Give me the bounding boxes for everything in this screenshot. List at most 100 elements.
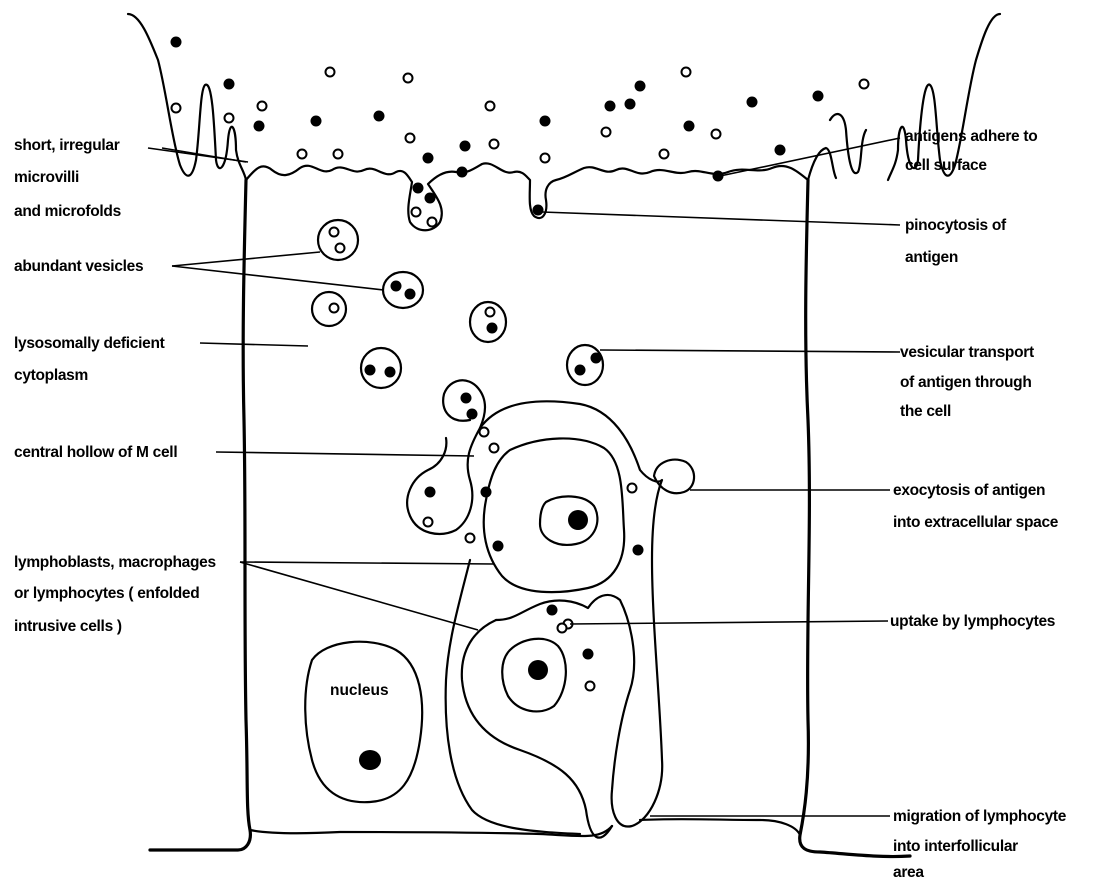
antigen-particle-solid bbox=[460, 141, 471, 152]
antigen-particle-open bbox=[541, 154, 550, 163]
antigen-particle-solid bbox=[635, 81, 646, 92]
antigen-particle-open bbox=[330, 304, 339, 313]
antigen-particle-solid bbox=[385, 367, 396, 378]
antigen-particle-open bbox=[466, 534, 475, 543]
antigen-particle-solid bbox=[405, 289, 416, 300]
antigen-particle-solid bbox=[467, 409, 478, 420]
antigen-particle-solid bbox=[625, 99, 636, 110]
antigen-particle-open bbox=[682, 68, 691, 77]
antigen-particle-solid bbox=[575, 365, 586, 376]
antigen-particle-open bbox=[336, 244, 345, 253]
right-neighbor-cell-outline bbox=[888, 14, 1000, 180]
basal-membrane bbox=[250, 826, 612, 836]
label-line: exocytosis of antigen bbox=[893, 482, 1045, 499]
antigen-particle-solid bbox=[533, 205, 544, 216]
antigen-particle-solid bbox=[365, 365, 376, 376]
antigen-particle-open bbox=[412, 208, 421, 217]
leader-vesicles-b bbox=[172, 266, 384, 290]
label-lysosomally-deficient: lysosomally deficient cytoplasm bbox=[14, 335, 165, 384]
antigen-particle-solid bbox=[605, 101, 616, 112]
antigen-particle-solid bbox=[391, 281, 402, 292]
label-line: pinocytosis of bbox=[905, 217, 1007, 234]
antigen-particle-solid bbox=[413, 183, 424, 194]
m-cell-nucleus-outline bbox=[305, 642, 422, 802]
leader-lines bbox=[148, 138, 900, 816]
antigen-particle-open bbox=[326, 68, 335, 77]
antigen-particle-open bbox=[172, 104, 181, 113]
leader-pinocytosis bbox=[542, 212, 900, 225]
antigen-particle-solid bbox=[684, 121, 695, 132]
antigen-particle-solid bbox=[457, 167, 468, 178]
antigen-particle-solid bbox=[224, 79, 235, 90]
m-cell-nucleolus bbox=[359, 750, 381, 770]
label-vesicular-transport: vesicular transport of antigen through t… bbox=[900, 344, 1034, 420]
label-line: antigen bbox=[905, 249, 958, 266]
label-line: and microfolds bbox=[14, 203, 121, 220]
label-line: lymphoblasts, macrophages bbox=[14, 554, 216, 571]
leader-lymphoblasts-a bbox=[240, 562, 494, 564]
vesicle-2 bbox=[383, 272, 423, 308]
label-abundant-vesicles: abundant vesicles bbox=[14, 258, 143, 275]
antigen-particle-open bbox=[258, 102, 267, 111]
antigen-particle-solid bbox=[425, 193, 436, 204]
antigen-particle-open bbox=[490, 444, 499, 453]
antigen-particle-solid bbox=[423, 153, 434, 164]
antigen-particle-open bbox=[330, 228, 339, 237]
label-line: or lymphocytes ( enfolded bbox=[14, 585, 199, 602]
left-neighbor-cell-outline bbox=[128, 14, 246, 180]
antigen-particle-solid bbox=[481, 487, 492, 498]
antigen-particle-solid bbox=[461, 393, 472, 404]
label-line: the cell bbox=[900, 403, 951, 420]
label-line: antigens adhere to bbox=[905, 128, 1037, 145]
label-migration: migration of lymphocyte into interfollic… bbox=[893, 808, 1067, 879]
lower-lymphocyte-nucleolus bbox=[528, 660, 548, 680]
label-pinocytosis: pinocytosis of antigen bbox=[905, 217, 1007, 266]
antigen-particle-open bbox=[602, 128, 611, 137]
antigen-particle-solid bbox=[254, 121, 265, 132]
label-lymphoblasts: lymphoblasts, macrophages or lymphocytes… bbox=[14, 554, 216, 635]
leader-lymphoblasts-b bbox=[240, 562, 478, 630]
label-line: cytoplasm bbox=[14, 367, 88, 384]
label-antigens-adhere: antigens adhere to cell surface bbox=[905, 128, 1037, 174]
antigen-particle-open bbox=[298, 150, 307, 159]
label-line: into extracellular space bbox=[893, 514, 1059, 531]
leader-vesicular-transport bbox=[600, 350, 900, 352]
leader-microvilli-b bbox=[162, 148, 246, 162]
label-line: short, irregular bbox=[14, 137, 120, 154]
central-hollow-outline bbox=[480, 401, 662, 826]
antigen-particle-open bbox=[406, 134, 415, 143]
antigen-particle-open bbox=[860, 80, 869, 89]
antigen-particle-open bbox=[428, 218, 437, 227]
antigen-particle-open bbox=[586, 682, 595, 691]
leader-vesicles-a bbox=[172, 252, 320, 266]
antigen-particle-solid bbox=[425, 487, 436, 498]
basal-membrane-right bbox=[640, 819, 800, 835]
antigen-particle-solid bbox=[747, 97, 758, 108]
antigen-particle-open bbox=[404, 74, 413, 83]
label-central-hollow: central hollow of M cell bbox=[14, 444, 177, 461]
antigen-particles bbox=[171, 37, 869, 691]
label-line: area bbox=[893, 864, 924, 879]
hollow-lobe-outline bbox=[407, 380, 485, 534]
antigen-particle-open bbox=[558, 624, 567, 633]
antigen-particle-open bbox=[225, 114, 234, 123]
antigen-particle-solid bbox=[487, 323, 498, 334]
right-small-microvilli bbox=[830, 114, 866, 173]
intrusive-cell-outline bbox=[484, 438, 624, 592]
antigen-particle-open bbox=[712, 130, 721, 139]
antigen-particle-solid bbox=[633, 545, 644, 556]
leader-central-hollow bbox=[216, 452, 474, 456]
label-line: of antigen through bbox=[900, 374, 1032, 391]
antigen-particle-solid bbox=[374, 111, 385, 122]
antigen-particle-solid bbox=[540, 116, 551, 127]
antigen-particle-open bbox=[480, 428, 489, 437]
vesicle-6 bbox=[567, 345, 603, 385]
vesicle-1 bbox=[318, 220, 358, 260]
antigen-particle-open bbox=[424, 518, 433, 527]
antigen-particle-solid bbox=[311, 116, 322, 127]
antigen-particle-open bbox=[334, 150, 343, 159]
antigen-particle-solid bbox=[591, 353, 602, 364]
antigen-particle-open bbox=[628, 484, 637, 493]
